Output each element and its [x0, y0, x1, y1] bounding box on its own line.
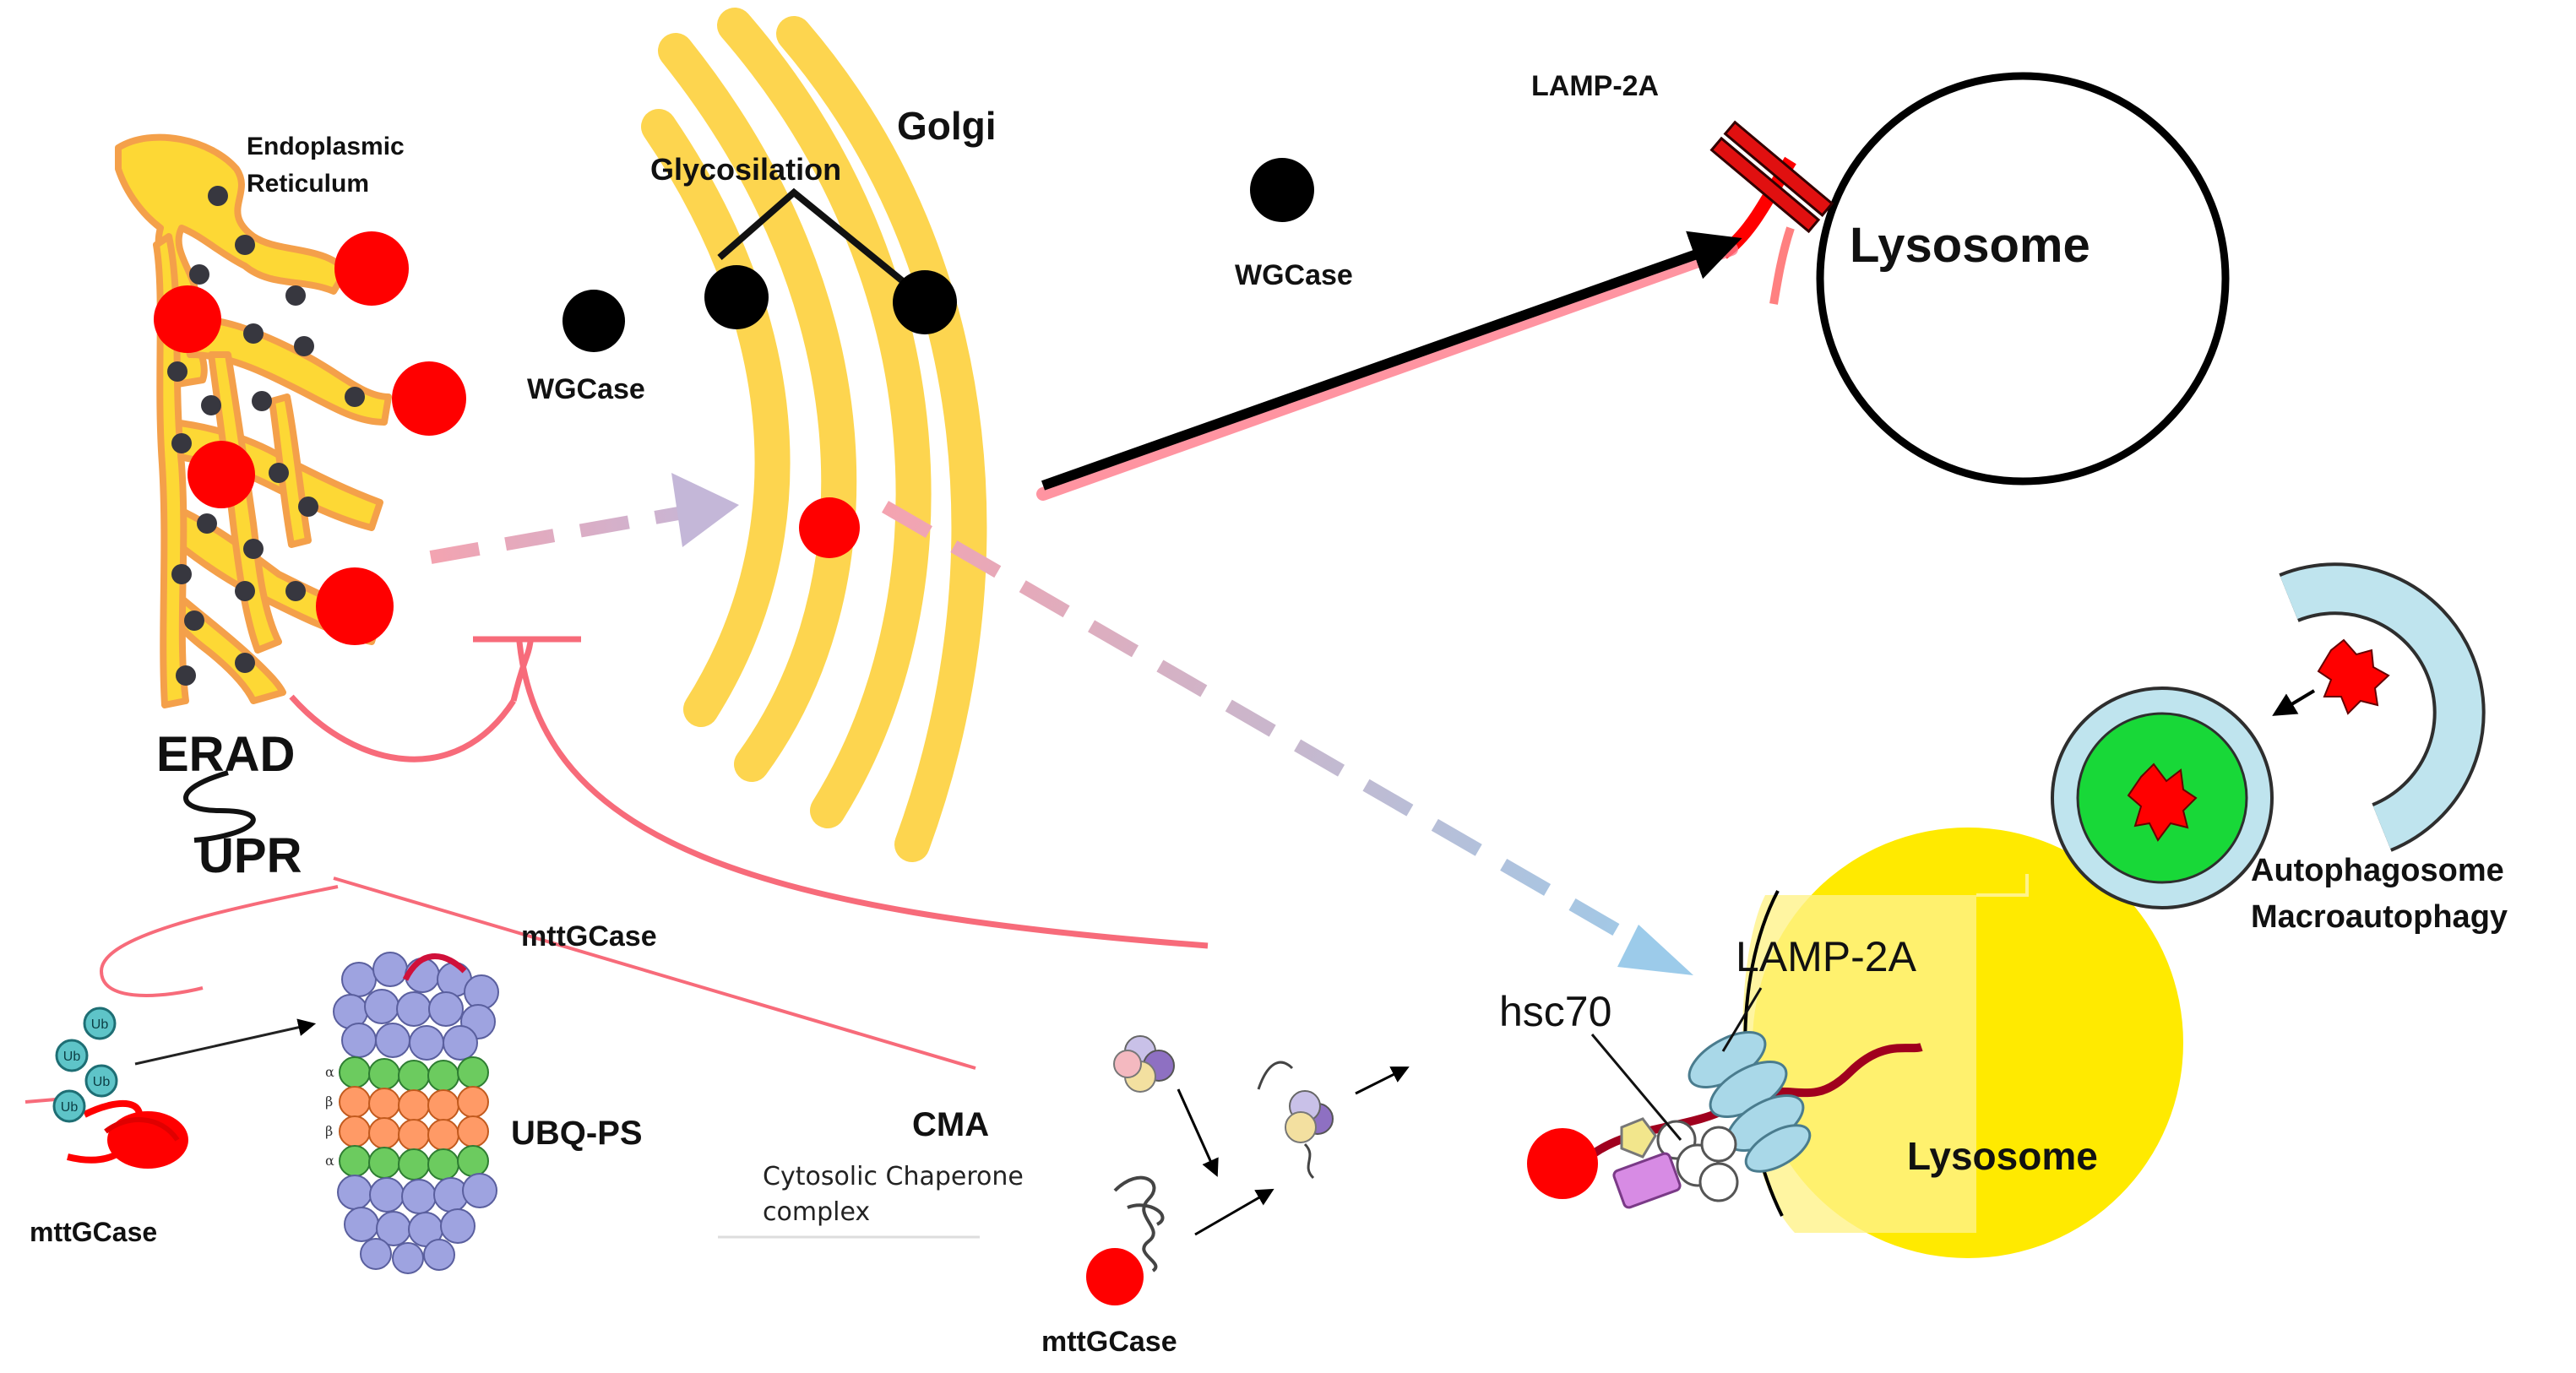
- glycosilation-label: Glycosilation: [650, 152, 841, 187]
- ub-tag-label-4: Ub: [61, 1100, 79, 1115]
- macroautophagy-label: Macroautophagy: [2251, 899, 2508, 935]
- mttgcase-left-label: mttGCase: [30, 1217, 157, 1247]
- er-label-line2: Reticulum: [247, 170, 369, 198]
- lysosome-top: [1816, 72, 2230, 486]
- degradation-routes: [24, 876, 976, 1104]
- ubiquitinated-gcase: Ub Ub Ub Ub: [52, 1007, 188, 1169]
- ub-to-proteasome-arrow: [134, 1018, 317, 1066]
- cma-chaperone-steps: [1086, 1035, 1410, 1305]
- golgi-mttgcase: [799, 497, 860, 558]
- alpha-ring-label-top: α: [325, 1064, 334, 1080]
- golgi-label: Golgi: [897, 104, 997, 148]
- ub-tag-label-3: Ub: [93, 1075, 111, 1089]
- cma-translocation-complex: [1527, 987, 1923, 1209]
- er-misfolded-gcase: [154, 231, 466, 645]
- alpha-ring-label-bottom: α: [325, 1153, 334, 1169]
- upr-label: UPR: [198, 828, 302, 883]
- glycosylated-wgcase-2: [893, 270, 957, 334]
- wgcase-dot-left: [562, 290, 625, 352]
- golgi-apparatus: [641, 8, 987, 862]
- ub-tags: [52, 1007, 118, 1123]
- hsc70-label: hsc70: [1499, 988, 1611, 1035]
- wgcase-label-left: WGCase: [527, 373, 645, 405]
- endoplasmic-reticulum: [115, 133, 466, 708]
- ub-tag-label-1: Ub: [91, 1018, 109, 1032]
- proteasome: α β β α: [325, 952, 499, 1274]
- mttgcase-bottom-label: mttGCase: [1041, 1326, 1177, 1358]
- beta-ring-label-top: β: [325, 1094, 333, 1110]
- chaperone-label-line2: complex: [763, 1197, 870, 1227]
- glycosilation-bracket: [717, 187, 910, 289]
- lysosome-bottom-label: Lysosome: [1907, 1134, 2098, 1178]
- er-label-line1: Endoplasmic: [247, 133, 405, 160]
- lamp2a-bottom-label: LAMP-2A: [1736, 933, 1917, 980]
- lysosome-top-label: Lysosome: [1850, 218, 2090, 273]
- cma-label: CMA: [912, 1106, 989, 1143]
- erad-inhibition-arc: [289, 636, 1209, 949]
- autophagosome-label: Autophagosome: [2251, 853, 2504, 888]
- lamp2a-top-label: LAMP-2A: [1531, 70, 1659, 102]
- ubqps-label: UBQ-PS: [511, 1115, 643, 1152]
- dashed-arrow-er-to-golgi: [429, 504, 694, 564]
- erad-upr-squiggle: [183, 770, 256, 843]
- lamp2a-receptor-top: [1709, 120, 1834, 305]
- dashed-arrow-golgi-to-cma: [881, 501, 1660, 958]
- beta-ring-label-bottom: β: [325, 1123, 333, 1139]
- er-ribosomes: [167, 186, 365, 686]
- glycosylated-wgcase-1: [704, 265, 769, 329]
- trafficking-arrow-to-lysosome: [1041, 231, 1742, 491]
- mttgcase-mid-label: mttGCase: [521, 920, 657, 952]
- autophagosome: [2051, 686, 2274, 909]
- phagophore: [2272, 562, 2486, 852]
- wgcase-dot-right: [1250, 158, 1314, 222]
- wgcase-label-right: WGCase: [1235, 259, 1353, 291]
- chaperone-label-line1: Cytosolic Chaperone: [763, 1162, 1024, 1191]
- ub-tag-label-2: Ub: [63, 1050, 81, 1064]
